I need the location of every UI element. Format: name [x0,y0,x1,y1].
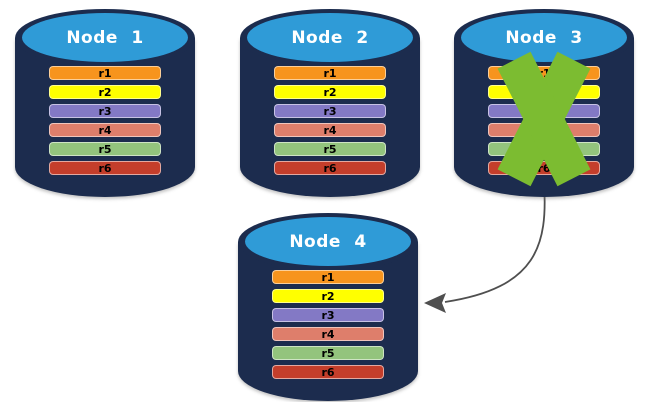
replica-rows: r1 r2 r3 r4 r5 r6 [488,66,600,175]
replica-row: r4 [274,123,386,137]
replica-row: r5 [49,142,161,156]
replica-row-label: r5 [537,142,551,156]
failover-arrow-line [444,182,546,303]
replica-row-label: r1 [321,270,335,284]
failover-arrowhead-icon [424,293,446,313]
replica-row: r1 [272,270,384,284]
replica-row: r5 [488,142,600,156]
replica-row-label: r4 [323,123,337,137]
replica-row: r6 [488,161,600,175]
node-title: Node 2 [291,27,369,48]
node-title: Node 1 [66,27,144,48]
replica-row-label: r5 [323,142,337,156]
replica-row-label: r3 [321,308,335,322]
replica-row-label: r4 [98,123,112,137]
replica-rows: r1 r2 r3 r4 r5 r6 [49,66,161,175]
replica-row: r6 [49,161,161,175]
replica-row-label: r3 [98,104,112,118]
replica-row: r2 [274,85,386,99]
replica-row-label: r6 [321,365,335,379]
replica-row: r4 [488,123,600,137]
replica-row-label: r1 [98,66,112,80]
replica-rows: r1 r2 r3 r4 r5 r6 [274,66,386,175]
replica-row-label: r1 [537,66,551,80]
replica-row: r6 [274,161,386,175]
node-2-cylinder: Node 2 r1 r2 r3 r4 r5 r6 [240,9,420,197]
replica-row: r2 [272,289,384,303]
node-title: Node 3 [505,27,583,48]
replica-row: r1 [274,66,386,80]
replica-row-label: r6 [537,161,551,175]
replica-row: r1 [49,66,161,80]
cylinder-top-ellipse: Node 1 [22,13,188,62]
replica-row-label: r2 [321,289,335,303]
replica-row-label: r4 [537,123,551,137]
node-title: Node 4 [289,231,367,252]
replica-row-label: r5 [98,142,112,156]
replica-row: r5 [272,346,384,360]
replica-row-label: r3 [537,104,551,118]
replica-row: r2 [488,85,600,99]
replica-row: r4 [49,123,161,137]
node-1-cylinder: Node 1 r1 r2 r3 r4 r5 r6 [15,9,195,197]
replica-row: r6 [272,365,384,379]
replica-row: r3 [274,104,386,118]
replica-row-label: r6 [323,161,337,175]
cylinder-top-ellipse: Node 2 [247,13,413,62]
replica-row: r3 [488,104,600,118]
replica-rows: r1 r2 r3 r4 r5 r6 [272,270,384,379]
node-4-cylinder: Node 4 r1 r2 r3 r4 r5 r6 [238,213,418,401]
replica-row-label: r2 [323,85,337,99]
replica-row-label: r1 [323,66,337,80]
cylinder-top-ellipse: Node 4 [245,217,411,266]
replica-row-label: r4 [321,327,335,341]
node-3-cylinder: Node 3 r1 r2 r3 r4 r5 r6 [454,9,634,197]
cylinder-top-ellipse: Node 3 [461,13,627,62]
replica-row: r5 [274,142,386,156]
replica-row-label: r6 [98,161,112,175]
replica-row: r3 [272,308,384,322]
replica-row-label: r5 [321,346,335,360]
replica-row: r3 [49,104,161,118]
replica-row: r1 [488,66,600,80]
replica-row-label: r2 [98,85,112,99]
replica-row: r2 [49,85,161,99]
replica-row: r4 [272,327,384,341]
replica-row-label: r3 [323,104,337,118]
replica-row-label: r2 [537,85,551,99]
